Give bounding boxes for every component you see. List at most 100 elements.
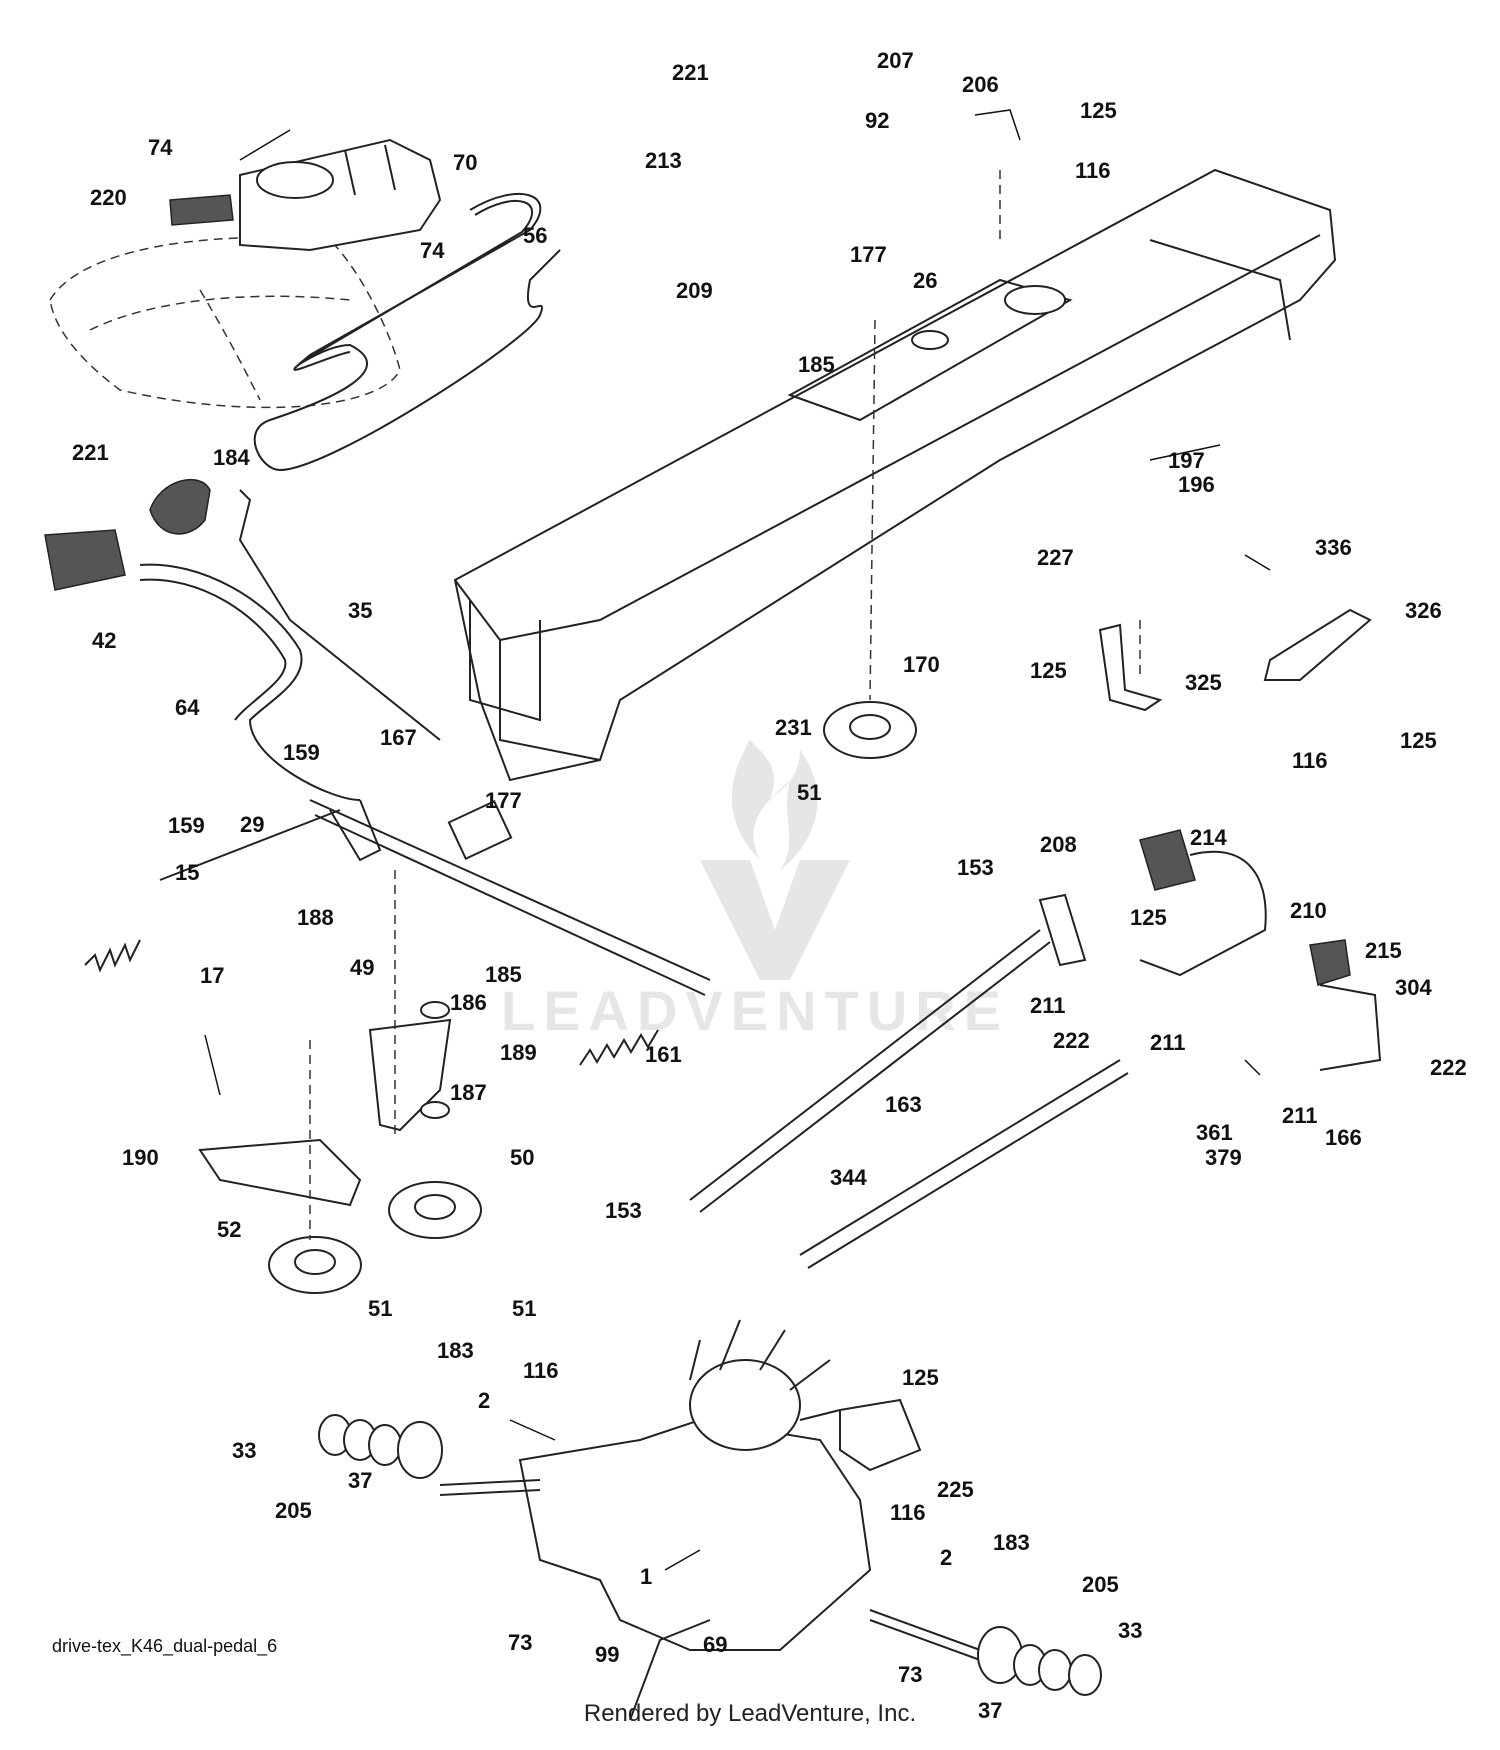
part-label: 205 [275, 1498, 312, 1523]
spring-161 [579, 1029, 659, 1066]
part-label: 206 [962, 72, 999, 97]
part-label: 210 [1290, 898, 1327, 923]
part-label: 304 [1395, 975, 1432, 1000]
part-label: 167 [380, 725, 417, 750]
part-label: 74 [420, 238, 445, 263]
part-label: 213 [645, 148, 682, 173]
part-label: 188 [297, 905, 334, 930]
part-label: 42 [92, 628, 116, 653]
part-label: 208 [1040, 832, 1077, 857]
part-label: 211 [1030, 993, 1066, 1018]
part-label: 51 [368, 1296, 392, 1321]
part-label: 197 [1168, 448, 1205, 473]
part-label: 183 [437, 1338, 474, 1363]
part-label: 17 [200, 963, 224, 988]
part-label: 116 [1292, 748, 1328, 773]
main-frame [453, 168, 1337, 782]
part-label: 2 [478, 1388, 490, 1413]
part-label: 215 [1365, 938, 1402, 963]
part-label: 227 [1037, 545, 1074, 570]
pivot-shaft [159, 799, 711, 996]
washer-stack-right [977, 1626, 1102, 1696]
part-label: 183 [993, 1530, 1030, 1555]
part-label: 29 [240, 812, 264, 837]
part-label: 64 [175, 695, 200, 720]
part-label: 1 [640, 1564, 652, 1589]
part-label: 225 [937, 1477, 974, 1502]
part-label: 221 [672, 60, 709, 85]
part-label: 73 [508, 1630, 532, 1655]
part-label: 92 [865, 108, 889, 133]
pulley-231 [823, 701, 917, 759]
part-label: 26 [913, 268, 937, 293]
part-label: 209 [676, 278, 713, 303]
rendered-by-credit: Rendered by LeadVenture, Inc. [583, 1700, 917, 1727]
part-label: 37 [348, 1468, 372, 1493]
pulley-50 [388, 1181, 482, 1239]
part-label: 325 [1185, 670, 1222, 695]
part-label: 231 [775, 715, 812, 740]
part-label: 187 [450, 1080, 487, 1105]
part-label: 116 [890, 1500, 926, 1525]
part-label: 125 [1080, 98, 1117, 123]
part-label: 221 [72, 440, 109, 465]
part-label: 344 [830, 1165, 867, 1190]
part-label: 35 [348, 598, 372, 623]
part-label: 185 [485, 962, 522, 987]
diagram-file-id: drive-tex_K46_dual-pedal_6 [52, 1636, 278, 1656]
part-label: 222 [1053, 1028, 1090, 1053]
part-label: 161 [645, 1042, 682, 1067]
part-label: 177 [850, 242, 887, 267]
part-label: 52 [217, 1217, 241, 1242]
part-label: 125 [1130, 905, 1167, 930]
leader-lines [204, 109, 1271, 1571]
part-label: 222 [1430, 1055, 1467, 1080]
part-label: 125 [902, 1365, 939, 1390]
part-label: 361 [1196, 1120, 1233, 1145]
part-label: 37 [978, 1698, 1002, 1723]
part-label: 166 [1325, 1125, 1362, 1150]
part-label: 56 [523, 223, 547, 248]
part-label: 336 [1315, 535, 1352, 560]
part-label: 196 [1178, 472, 1215, 497]
bracket-225 [839, 1398, 922, 1472]
part-label: 177 [485, 788, 522, 813]
seat-outline [49, 236, 401, 409]
part-label: 207 [877, 48, 914, 73]
part-label: 116 [523, 1358, 559, 1383]
part-label: 189 [500, 1040, 537, 1065]
part-label: 33 [1118, 1618, 1142, 1643]
part-label: 15 [175, 860, 199, 885]
shift-lever [44, 529, 361, 801]
part-label: 69 [703, 1632, 727, 1657]
part-label: 74 [148, 135, 173, 160]
bracket-326 [1263, 608, 1372, 681]
part-label: 51 [512, 1296, 536, 1321]
pedal-assembly [689, 829, 1382, 1269]
part-label: 33 [232, 1438, 256, 1463]
part-label: 205 [1082, 1572, 1119, 1597]
rod-99 [629, 1619, 711, 1721]
fender-console [169, 138, 442, 252]
part-label: 73 [898, 1662, 922, 1687]
part-label: 125 [1400, 728, 1437, 753]
watermark-logo: LEADVENTURE [501, 740, 1001, 1042]
bracket-325 [1098, 623, 1163, 712]
transaxle [439, 1319, 981, 1661]
part-label: 50 [510, 1145, 534, 1170]
part-label: 211 [1150, 1030, 1186, 1055]
part-label: 379 [1205, 1145, 1242, 1170]
part-label: 49 [350, 955, 374, 980]
spring-17 [84, 939, 141, 973]
part-label: 220 [90, 185, 127, 210]
part-label: 153 [957, 855, 994, 880]
drive-belt [253, 192, 561, 472]
part-label: 214 [1190, 825, 1227, 850]
idler-bracket [368, 1001, 452, 1132]
part-label: 184 [213, 445, 250, 470]
part-label: 153 [605, 1198, 642, 1223]
part-label: 2 [940, 1545, 952, 1570]
knob-184 [149, 479, 211, 535]
washer-stack-left [318, 1414, 443, 1479]
